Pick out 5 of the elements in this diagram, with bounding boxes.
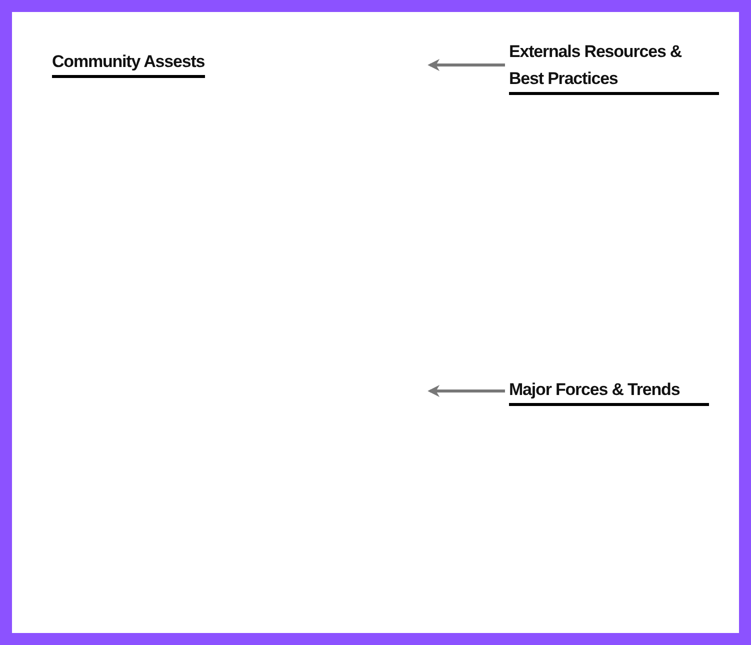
section-heading: Externals Resources & Best Practices — [509, 38, 719, 95]
section-heading: Community Assests — [52, 48, 205, 78]
arrow — [428, 59, 505, 71]
section-heading: Major Forces & Trends — [509, 376, 709, 406]
arrow — [428, 385, 505, 397]
